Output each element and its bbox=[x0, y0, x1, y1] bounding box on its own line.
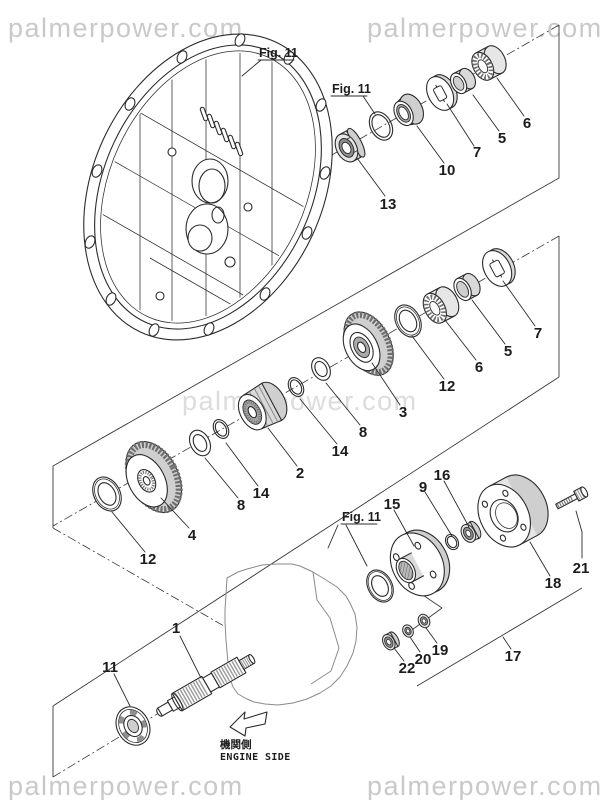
callout-numbers: 1 2 3 4 5 5 6 6 7 7 8 8 9 10 11 12 12 13… bbox=[102, 115, 589, 677]
watermark-center: palmerpower.com bbox=[182, 386, 418, 416]
callout-6b: 6 bbox=[475, 359, 483, 376]
watermark-top-left: palmerpower.com bbox=[8, 13, 244, 43]
part-13-lock-nut bbox=[334, 127, 366, 163]
watermarks: palmerpower.com palmerpower.com palmerpo… bbox=[8, 13, 603, 800]
callout-14a: 14 bbox=[253, 485, 270, 502]
callout-10: 10 bbox=[439, 162, 456, 179]
pump-housing-ghost bbox=[224, 563, 358, 706]
part-1-input-shaft bbox=[156, 654, 256, 717]
callout-16: 16 bbox=[434, 467, 451, 484]
callout-6a: 6 bbox=[523, 115, 531, 132]
flywheel-housing bbox=[83, 33, 333, 345]
callout-8b: 8 bbox=[359, 424, 367, 441]
part-15-output-flange bbox=[389, 529, 451, 597]
part-7-keyed-washer-mid bbox=[482, 248, 516, 287]
callout-22: 22 bbox=[399, 660, 416, 677]
callout-19: 19 bbox=[432, 642, 449, 659]
part-12-seal-ring-right bbox=[394, 304, 422, 338]
fig11-seal-ring-bottom bbox=[366, 569, 394, 603]
part-10-oil-seal bbox=[393, 93, 425, 127]
fig11-o-ring-top bbox=[368, 111, 394, 141]
part-21-bolt bbox=[555, 486, 589, 510]
part-2-coupling-sleeve bbox=[237, 381, 288, 431]
engine-side-label-en: ENGINE SIDE bbox=[220, 752, 291, 763]
part-19-washer bbox=[417, 613, 431, 629]
engine-side-marker: 機関側 ENGINE SIDE bbox=[220, 711, 291, 763]
callout-7b: 7 bbox=[534, 325, 542, 342]
part-20-washer bbox=[402, 624, 414, 638]
watermark-bottom-right: palmerpower.com bbox=[367, 771, 603, 800]
callout-12b: 12 bbox=[439, 378, 456, 395]
callout-17: 17 bbox=[505, 648, 522, 665]
part-22-nut bbox=[382, 631, 400, 651]
figure-references: Fig. 11 Fig. 11 Fig. 11 bbox=[257, 46, 381, 525]
section-boundary-top bbox=[52, 25, 560, 528]
part-16-nut bbox=[460, 520, 482, 543]
housing-center-bosses bbox=[155, 147, 253, 301]
callout-9: 9 bbox=[419, 479, 427, 496]
callout-leaders bbox=[111, 59, 583, 707]
callout-3: 3 bbox=[399, 404, 407, 421]
part-11-ball-bearing bbox=[115, 706, 151, 746]
callout-5b: 5 bbox=[504, 343, 512, 360]
part-5-collar-mid bbox=[453, 272, 481, 302]
engine-side-label-jp: 機関側 bbox=[220, 738, 252, 751]
housing-vent-slots bbox=[199, 106, 244, 157]
callout-11: 11 bbox=[102, 659, 118, 676]
part-7-keyed-washer-top bbox=[426, 74, 458, 111]
callout-15: 15 bbox=[384, 496, 401, 513]
fig-ref-housing: Fig. 11 bbox=[259, 46, 298, 60]
fig-ref-seal: Fig. 11 bbox=[342, 510, 381, 524]
callout-14b: 14 bbox=[332, 443, 349, 460]
engine-side-arrow-icon bbox=[229, 711, 268, 737]
callout-18: 18 bbox=[545, 575, 562, 592]
part-6-needle-bearing-mid bbox=[422, 286, 460, 324]
callout-8a: 8 bbox=[237, 497, 245, 514]
callout-13: 13 bbox=[380, 196, 397, 213]
callout-7a: 7 bbox=[473, 144, 481, 161]
callout-2: 2 bbox=[296, 465, 304, 482]
housing-bolt-holes bbox=[84, 33, 331, 337]
section-boundary-bottom bbox=[52, 236, 560, 777]
part-3-gear bbox=[342, 311, 395, 376]
callout-4: 4 bbox=[188, 527, 197, 544]
axis-middle-tail bbox=[52, 527, 225, 627]
part-14-o-ring-right bbox=[287, 377, 305, 397]
callout-20: 20 bbox=[415, 651, 432, 668]
part-8-washer-left bbox=[188, 429, 212, 457]
watermark-top-right: palmerpower.com bbox=[367, 13, 603, 43]
part-18-coupling-flange bbox=[477, 474, 549, 548]
part-8-washer-right bbox=[311, 357, 331, 381]
callout-21: 21 bbox=[573, 560, 590, 577]
fig-ref-oring: Fig. 11 bbox=[332, 82, 371, 96]
watermark-bottom-left: palmerpower.com bbox=[8, 771, 244, 800]
callout-1: 1 bbox=[172, 620, 180, 637]
part-9-o-ring bbox=[444, 533, 460, 551]
callout-12a: 12 bbox=[140, 551, 157, 568]
assembly-17-bracket-line bbox=[416, 587, 583, 687]
part-12-seal-ring-left bbox=[92, 476, 122, 512]
part-4-gear bbox=[124, 440, 183, 514]
callout-5a: 5 bbox=[498, 130, 506, 147]
part-14-o-ring-left bbox=[212, 419, 230, 439]
part-5-collar-top bbox=[449, 67, 477, 95]
part-6-needle-bearing-top bbox=[471, 45, 507, 81]
